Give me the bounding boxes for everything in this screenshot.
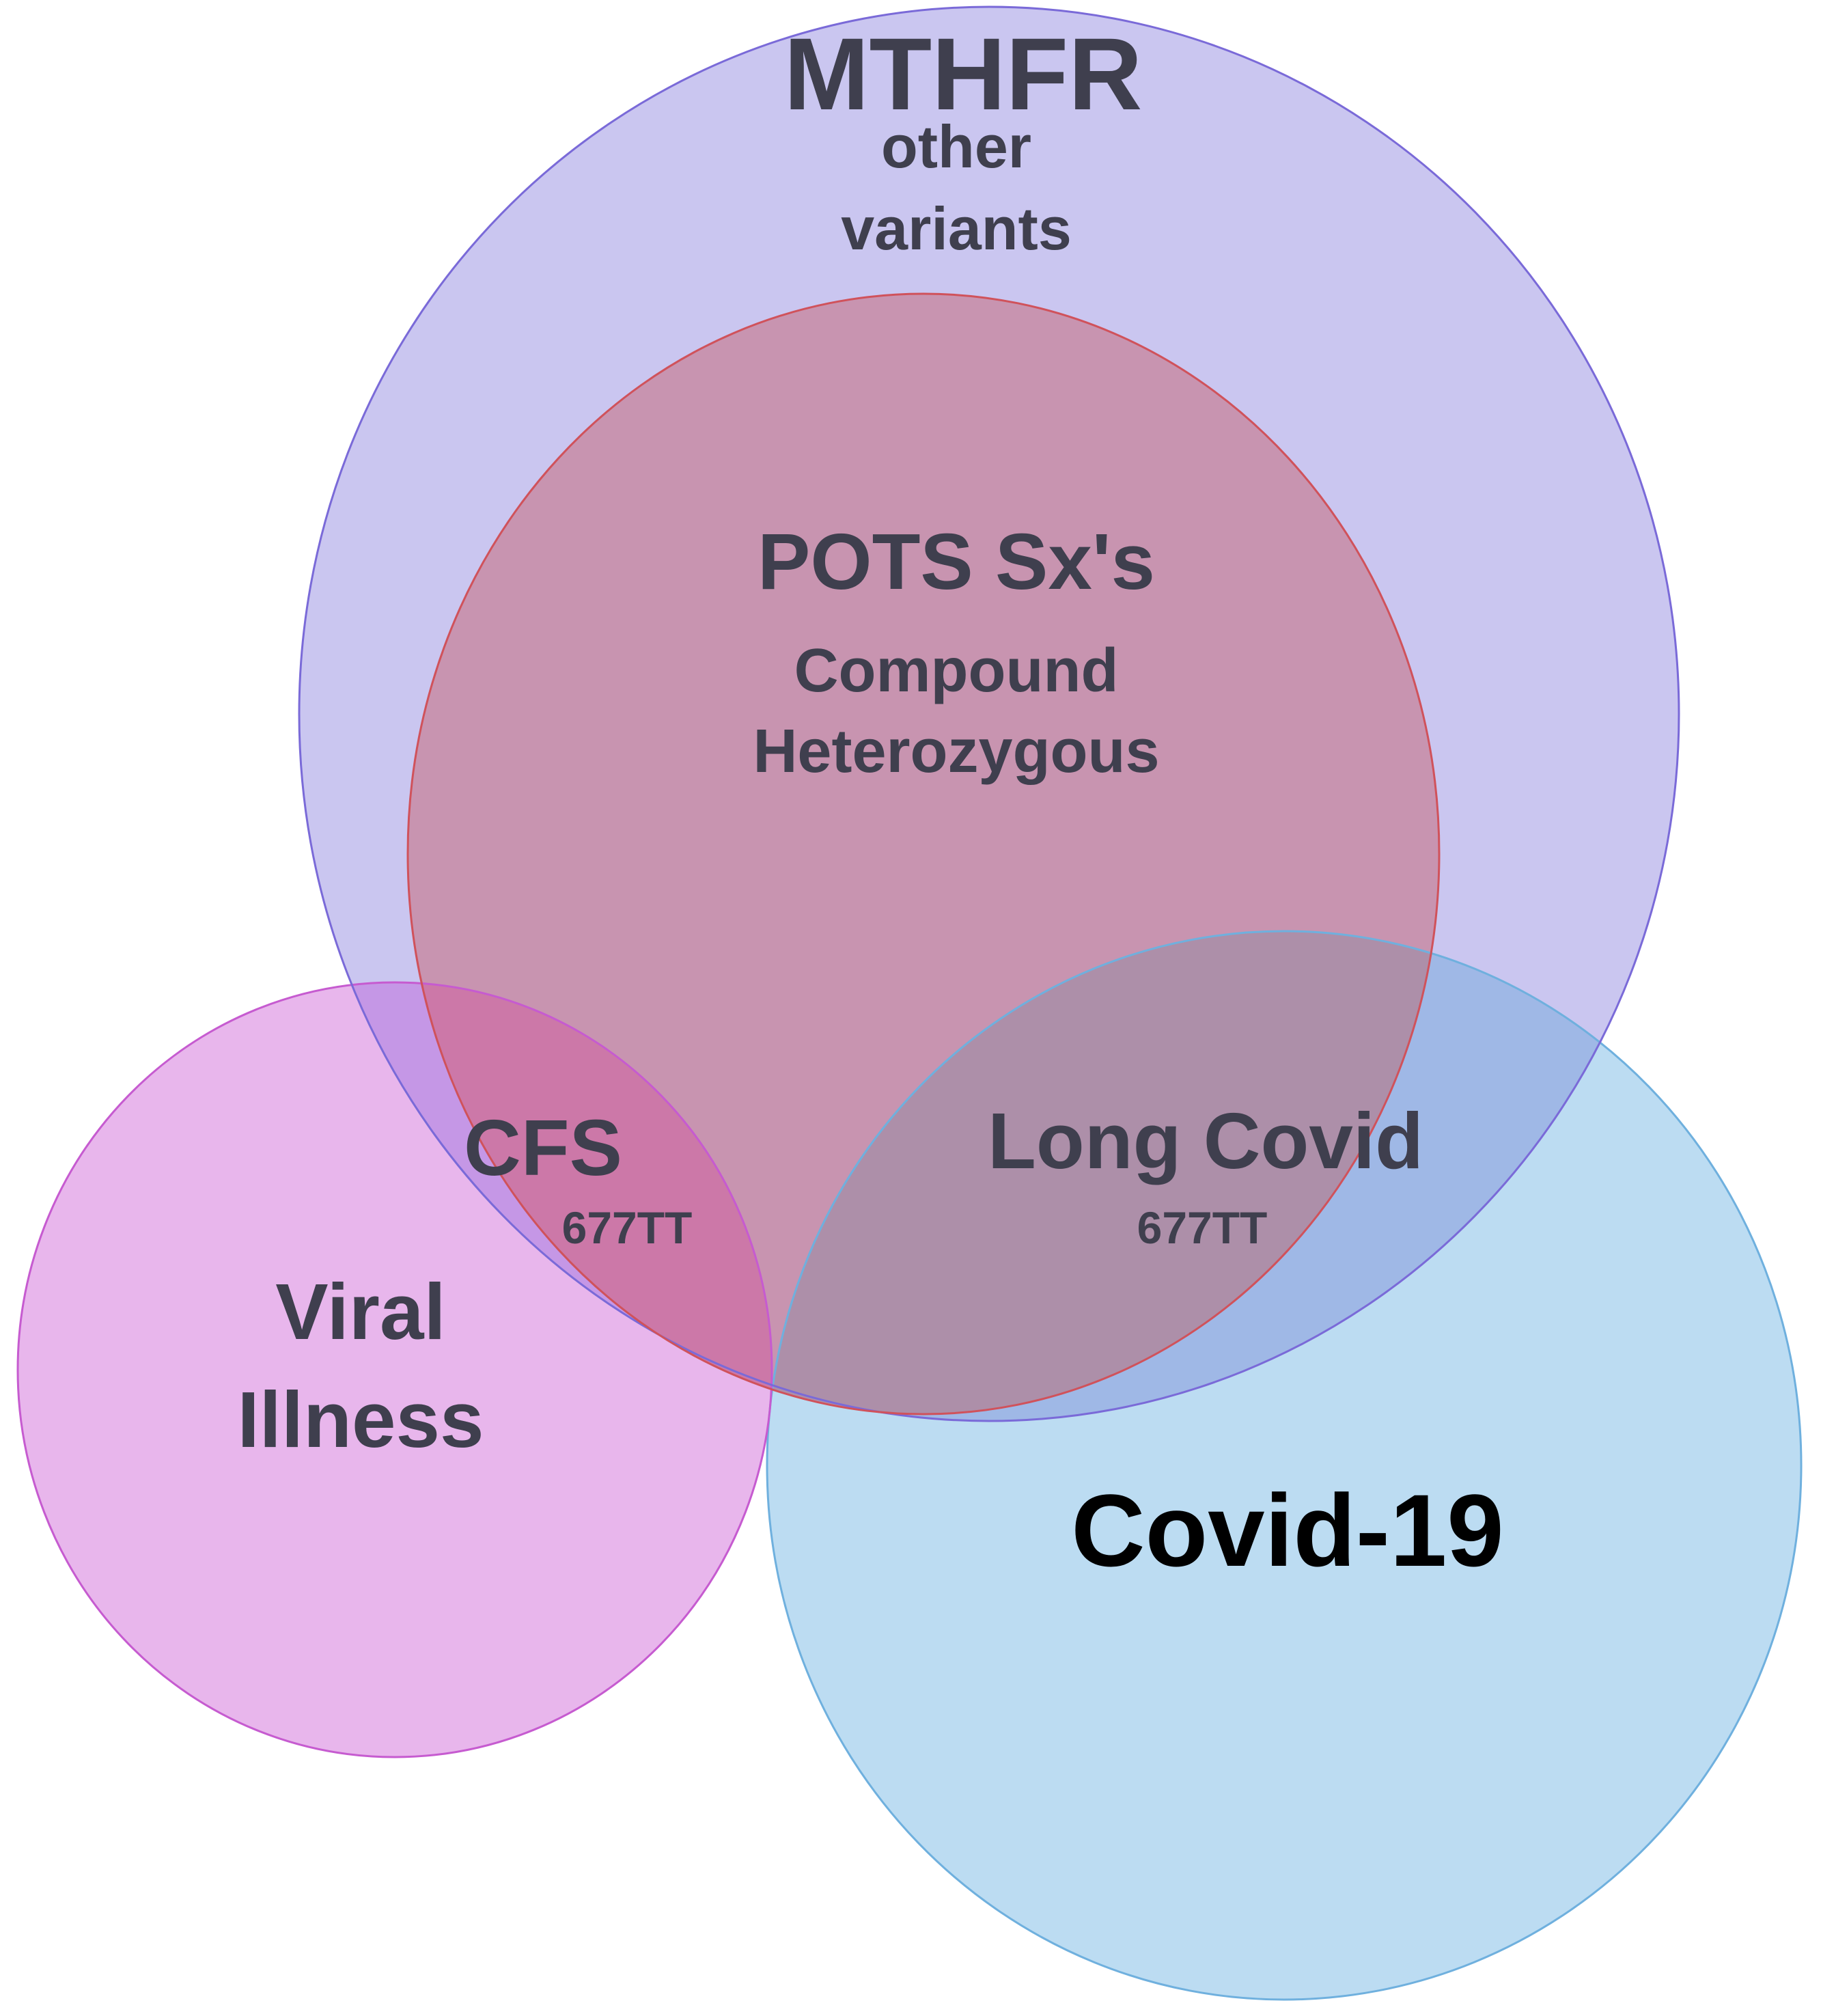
long-covid-title: Long Covid bbox=[988, 1096, 1423, 1185]
covid-19-outline bbox=[766, 930, 1803, 2001]
mthfr-subtitle-line-2: variants bbox=[841, 195, 1072, 262]
viral-illness-title-line-2: Illness bbox=[237, 1375, 484, 1464]
mthfr-title: MTHFR bbox=[784, 16, 1143, 131]
viral-illness-outline bbox=[16, 981, 773, 1758]
covid-19-title: Covid-19 bbox=[1071, 1473, 1503, 1588]
viral-illness-title-line-1: Viral bbox=[275, 1267, 445, 1356]
long-covid-subtitle: 677TT bbox=[1137, 1202, 1268, 1253]
pots-title: POTS Sx's bbox=[757, 517, 1155, 606]
long-covid-overlap-region bbox=[767, 931, 1439, 1414]
cfs-subtitle: 677TT bbox=[562, 1202, 693, 1253]
pots-subtitle-line-2: Heterozygous bbox=[753, 717, 1159, 786]
cfs-title: CFS bbox=[464, 1103, 622, 1192]
mthfr-outline bbox=[298, 5, 1680, 1422]
pots-outline bbox=[406, 292, 1441, 1416]
mthfr-subtitle-line-1: other bbox=[881, 113, 1031, 180]
cfs-overlap-region bbox=[408, 982, 772, 1414]
pots-subtitle-line-1: Compound bbox=[794, 637, 1119, 705]
